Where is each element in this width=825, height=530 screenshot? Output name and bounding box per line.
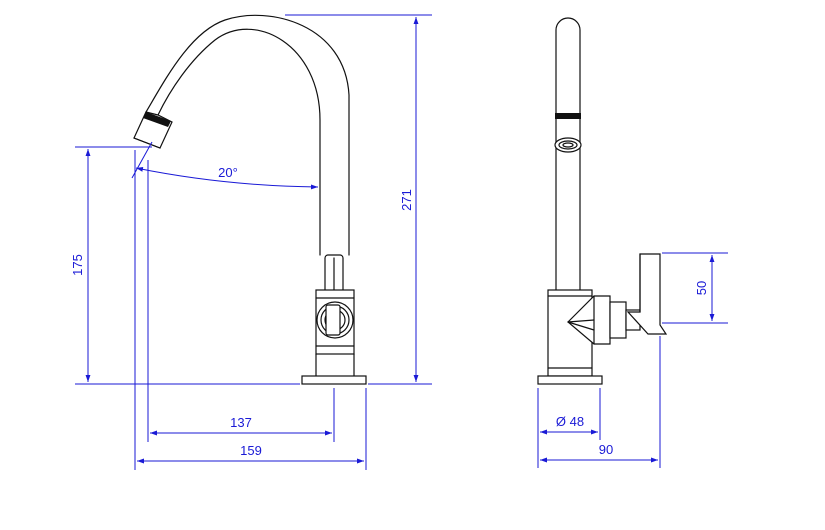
dimension-handle-height: 50: [694, 255, 715, 321]
label-handle-height: 50: [694, 281, 709, 295]
dimension-reach-inner: 137: [150, 415, 332, 436]
label-spout-angle: 20°: [218, 165, 238, 180]
side-spout-tube: [554, 17, 582, 291]
side-dimensions: 50 Ø 48 90: [537, 252, 728, 468]
front-view: [133, 14, 367, 385]
spout-outline: [145, 14, 350, 256]
base-flange: [301, 375, 367, 385]
valve-body: [315, 289, 355, 377]
label-depth: 90: [599, 442, 613, 457]
side-cartridge: [567, 295, 641, 345]
side-lever: [626, 253, 668, 335]
dimension-spout-height: 175: [70, 149, 91, 382]
side-view: [537, 17, 668, 385]
dimension-base-diameter: Ø 48: [540, 414, 598, 435]
label-reach-outer: 159: [240, 443, 262, 458]
label-reach-inner: 137: [230, 415, 252, 430]
dimension-depth: 90: [540, 442, 658, 463]
label-base-diameter: Ø 48: [556, 414, 584, 429]
label-total-height: 271: [399, 189, 414, 211]
front-dimensions: 175 271 20° 137 159: [70, 14, 432, 470]
label-spout-height: 175: [70, 254, 85, 276]
dimension-spout-angle: 20°: [131, 141, 319, 190]
aerator-tip: [133, 111, 173, 149]
side-base-flange: [537, 375, 603, 385]
dimension-total-height: 271: [399, 17, 419, 382]
dimension-reach-outer: 159: [137, 443, 364, 464]
